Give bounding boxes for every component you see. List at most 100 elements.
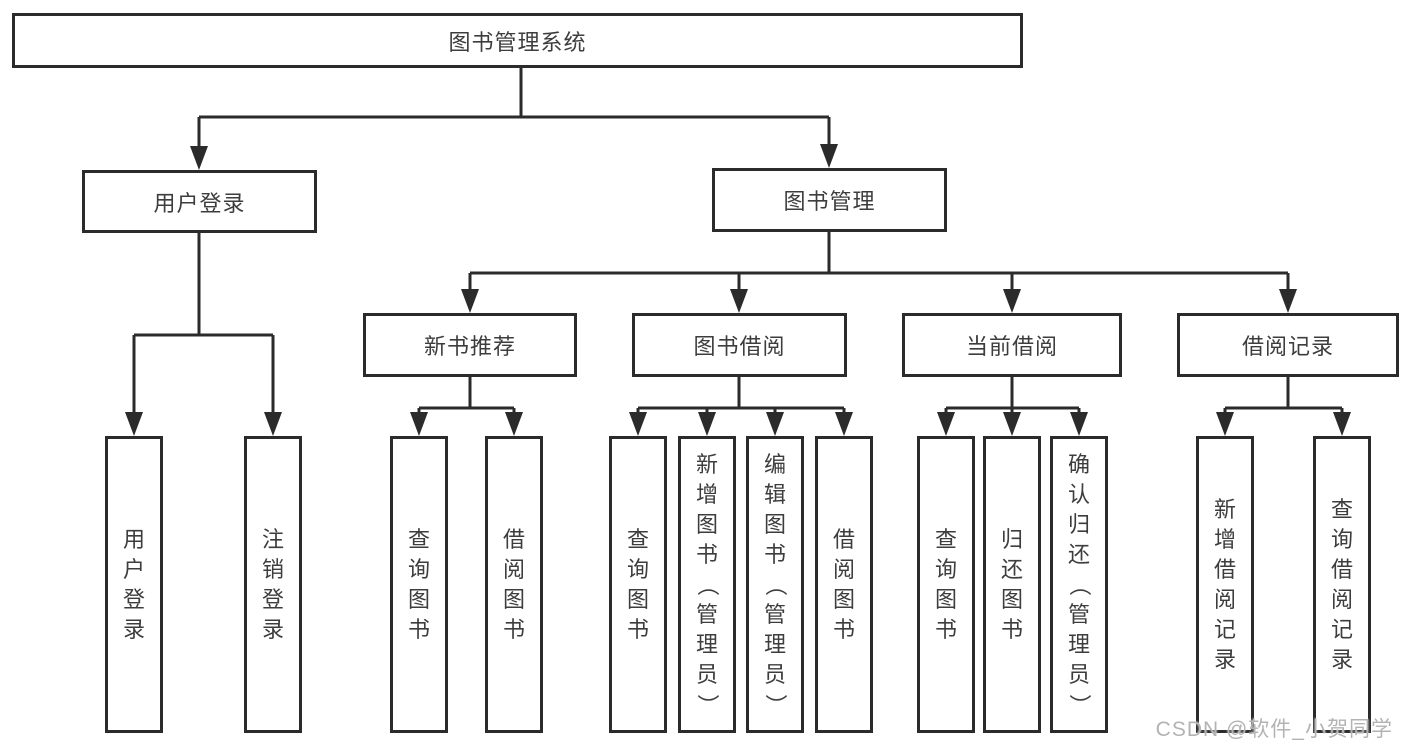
leaf-confirm-return-admin: 确认归还 （ 管理员 ） bbox=[1050, 436, 1108, 733]
vertical-char: 用 bbox=[122, 526, 145, 552]
leaf-return-books: 归还图书 bbox=[983, 436, 1041, 733]
vertical-char: 登 bbox=[261, 586, 284, 612]
vertical-char: 借 bbox=[502, 526, 525, 552]
vertical-char: 图 bbox=[407, 586, 430, 612]
vertical-char: 阅 bbox=[832, 556, 855, 582]
node-book-management: 图书管理 bbox=[712, 168, 947, 232]
vertical-char: 图 bbox=[934, 586, 957, 612]
node-borrowing-records: 借阅记录 bbox=[1177, 313, 1399, 377]
vertical-char: 录 bbox=[1330, 646, 1353, 672]
vertical-char: 书 bbox=[695, 541, 718, 567]
vertical-char: ） bbox=[1067, 693, 1092, 716]
wire-user-login-to-children bbox=[125, 233, 282, 436]
vertical-char: 查 bbox=[407, 526, 430, 552]
vertical-char: 理 bbox=[1067, 631, 1090, 657]
vertical-char: 书 bbox=[502, 616, 525, 642]
vertical-char: （ bbox=[1067, 573, 1092, 596]
vertical-char: 管 bbox=[763, 601, 786, 627]
node-library-management-system: 图书管理系统 bbox=[12, 13, 1023, 68]
node-new-book-recommendation: 新书推荐 bbox=[363, 313, 577, 377]
vertical-char: 确 bbox=[1067, 451, 1090, 477]
vertical-char: 增 bbox=[1213, 526, 1236, 552]
leaf-query-books-recommend: 查询图书 bbox=[390, 436, 448, 733]
vertical-char: 书 bbox=[832, 616, 855, 642]
wire-records-to-children bbox=[1216, 377, 1351, 436]
leaf-borrow-books-recommend: 借阅图书 bbox=[485, 436, 543, 733]
vertical-char: 图 bbox=[502, 586, 525, 612]
vertical-char: 书 bbox=[626, 616, 649, 642]
wire-current-to-children bbox=[937, 377, 1088, 436]
node-user-login: 用户登录 bbox=[82, 170, 317, 233]
vertical-char: 书 bbox=[1000, 616, 1023, 642]
vertical-char: 管 bbox=[1067, 601, 1090, 627]
vertical-char: 图 bbox=[1000, 586, 1023, 612]
csdn-watermark: CSDN @软件_小贺同学 bbox=[1155, 718, 1393, 741]
leaf-borrow-books: 借阅图书 bbox=[815, 436, 873, 733]
vertical-char: 管 bbox=[695, 601, 718, 627]
wire-recommend-to-children bbox=[410, 377, 523, 436]
node-current-borrowing: 当前借阅 bbox=[902, 313, 1122, 377]
vertical-char: 询 bbox=[407, 556, 430, 582]
vertical-char: 员 bbox=[695, 661, 718, 687]
vertical-char: 员 bbox=[763, 661, 786, 687]
vertical-char: 销 bbox=[261, 556, 284, 582]
vertical-char: 查 bbox=[934, 526, 957, 552]
vertical-char: 查 bbox=[1330, 496, 1353, 522]
vertical-char: 归 bbox=[1000, 526, 1023, 552]
leaf-query-books-current: 查询图书 bbox=[917, 436, 975, 733]
vertical-char: 理 bbox=[763, 631, 786, 657]
vertical-char: 询 bbox=[626, 556, 649, 582]
wire-root-to-level2 bbox=[190, 68, 838, 170]
vertical-char: 新 bbox=[1213, 496, 1236, 522]
vertical-char: 注 bbox=[261, 526, 284, 552]
node-book-borrowing: 图书借阅 bbox=[632, 313, 847, 377]
leaf-logout: 注销登录 bbox=[244, 436, 302, 733]
vertical-char: 图 bbox=[832, 586, 855, 612]
vertical-char: 图 bbox=[763, 511, 786, 537]
vertical-char: 增 bbox=[695, 481, 718, 507]
leaf-query-borrow-record: 查询借阅记录 bbox=[1313, 436, 1371, 733]
vertical-char: 员 bbox=[1067, 661, 1090, 687]
vertical-char: 录 bbox=[1213, 646, 1236, 672]
vertical-char: 借 bbox=[832, 526, 855, 552]
vertical-char: 编 bbox=[763, 451, 786, 477]
leaf-add-books-admin: 新增图书 （ 管理员 ） bbox=[678, 436, 736, 733]
vertical-char: 记 bbox=[1213, 616, 1236, 642]
vertical-char: 阅 bbox=[1330, 586, 1353, 612]
leaf-add-borrow-record: 新增借阅记录 bbox=[1196, 436, 1254, 733]
vertical-char: 阅 bbox=[502, 556, 525, 582]
vertical-char: 理 bbox=[695, 631, 718, 657]
vertical-char: 图 bbox=[695, 511, 718, 537]
vertical-char: 户 bbox=[122, 556, 145, 582]
vertical-char: 书 bbox=[763, 541, 786, 567]
vertical-char: 认 bbox=[1067, 481, 1090, 507]
vertical-char: 登 bbox=[122, 586, 145, 612]
leaf-user-login: 用户登录 bbox=[105, 436, 163, 733]
vertical-char: 还 bbox=[1000, 556, 1023, 582]
vertical-char: 还 bbox=[1067, 541, 1090, 567]
wire-book-management-to-level3 bbox=[461, 232, 1297, 313]
vertical-char: 新 bbox=[695, 451, 718, 477]
vertical-char: 记 bbox=[1330, 616, 1353, 642]
vertical-char: 阅 bbox=[1213, 586, 1236, 612]
vertical-char: 书 bbox=[407, 616, 430, 642]
vertical-char: 图 bbox=[626, 586, 649, 612]
vertical-char: 询 bbox=[1330, 526, 1353, 552]
vertical-char: 询 bbox=[934, 556, 957, 582]
vertical-char: 辑 bbox=[763, 481, 786, 507]
vertical-char: 书 bbox=[934, 616, 957, 642]
vertical-char: 归 bbox=[1067, 511, 1090, 537]
vertical-char: 录 bbox=[122, 616, 145, 642]
leaf-edit-books-admin: 编辑图书（管理员） bbox=[746, 436, 804, 733]
vertical-char: 借 bbox=[1330, 556, 1353, 582]
vertical-char: （ bbox=[695, 573, 720, 596]
vertical-char: 录 bbox=[261, 616, 284, 642]
vertical-char: 查 bbox=[626, 526, 649, 552]
leaf-query-books-borrow: 查询图书 bbox=[609, 436, 667, 733]
vertical-char: 借 bbox=[1213, 556, 1236, 582]
wire-borrow-to-children bbox=[629, 377, 853, 436]
vertical-char: ） bbox=[695, 693, 720, 716]
vertical-char: （ bbox=[763, 573, 788, 596]
